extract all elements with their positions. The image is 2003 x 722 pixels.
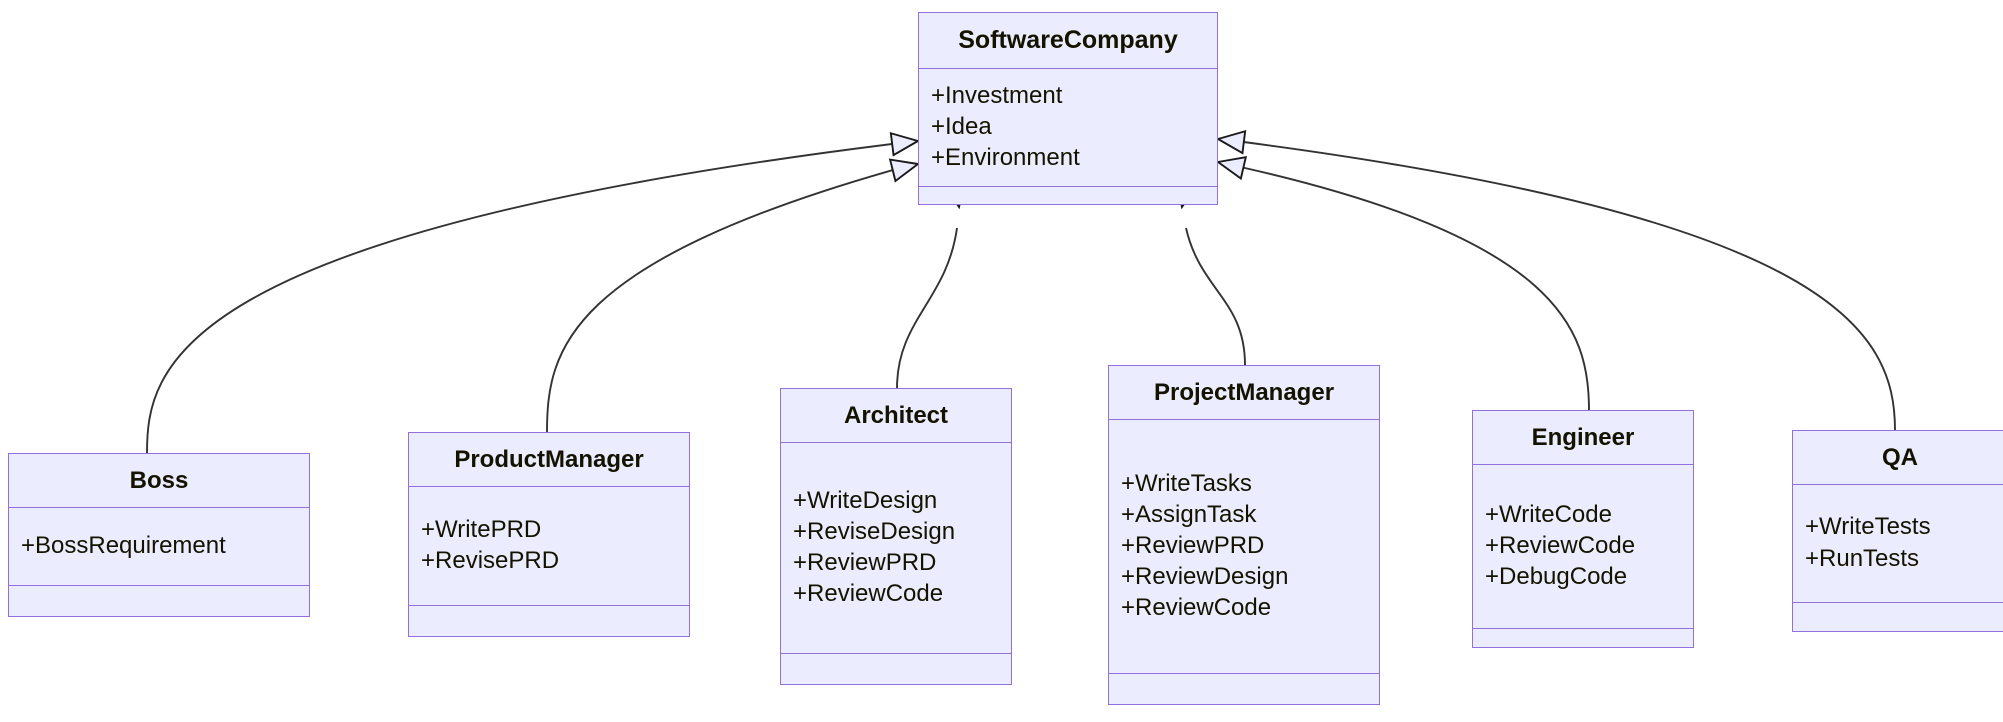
uml-class-qa[interactable]: QA +WriteTests +RunTests [1792,430,2003,632]
uml-class-title-boss: Boss [9,454,309,508]
uml-class-attributes-boss: +BossRequirement [9,508,309,586]
uml-attribute: +WriteTests [1805,513,1931,541]
uml-attribute: +WriteTasks [1121,469,1252,497]
uml-class-title-qa: QA [1793,431,2003,485]
uml-attribute: +DebugCode [1485,563,1628,591]
uml-class-architect[interactable]: Architect +WriteDesign +ReviseDesign +Revie… [780,388,1012,685]
uml-attribute: +ReviewPRD [793,549,937,576]
uml-class-boss[interactable]: Boss +BossRequirement [8,453,310,617]
uml-class-software-company[interactable]: SoftwareCompany +Investment +Idea +Environm… [918,12,1218,205]
uml-class-attributes-engineer: +WriteCode +ReviewCode +DebugCode [1473,465,1693,629]
uml-class-engineer[interactable]: Engineer +WriteCode +ReviewCode +DebugCode [1472,410,1694,648]
uml-class-attributes-architect: +WriteDesign +ReviseDesign +ReviewPRD +Revi… [781,443,1011,654]
uml-class-title-product-manager: ProductManager [409,433,689,487]
uml-attribute: +Environment [931,144,1080,172]
edge-line [1185,227,1246,366]
uml-class-product-manager[interactable]: ProductManager +WritePRD +RevisePRD [408,432,690,637]
edge-line [896,227,958,389]
uml-attribute: +BossRequirement [21,531,226,559]
uml-class-attributes-qa: +WriteTests +RunTests [1793,485,2003,603]
uml-class-attributes-project-manager: +WriteTasks +AssignTask +ReviewPRD +ReviewD… [1109,420,1379,674]
uml-class-title-software-company: SoftwareCompany [919,13,1217,69]
edge-projectmanager-to-softwarecompany [1175,178,1246,366]
uml-attribute: +WriteDesign [793,486,938,514]
uml-attribute: +RunTests [1805,544,1920,572]
uml-attribute: +Idea [931,112,992,140]
uml-attribute: +AssignTask [1121,500,1257,528]
uml-class-title-engineer: Engineer [1473,411,1693,465]
uml-attribute: +ReviewDesign [1121,563,1289,591]
uml-attribute: +ReviewCode [793,580,944,608]
uml-class-project-manager[interactable]: ProjectManager +WriteTasks +AssignTask +Rev… [1108,365,1380,705]
uml-attribute: +RevisePRD [421,547,560,574]
generalization-arrowhead-icon [1215,155,1248,181]
generalization-arrowhead-icon [889,131,921,157]
uml-class-title-architect: Architect [781,389,1011,443]
uml-attribute: +WritePRD [421,515,542,543]
uml-class-attributes-product-manager: +WritePRD +RevisePRD [409,487,689,606]
uml-attribute: +ReviewCode [1121,594,1272,622]
uml-attribute: +Investment [931,81,1063,109]
uml-class-attributes-software-company: +Investment +Idea +Environment [919,69,1217,187]
edge-architect-to-softwarecompany [896,178,967,389]
uml-attribute: +ReviewCode [1485,531,1636,559]
uml-attribute: +ReviewPRD [1121,531,1265,559]
uml-attribute: +WriteCode [1485,500,1612,528]
generalization-arrowhead-icon [888,158,921,183]
generalization-arrowhead-icon [1215,129,1247,155]
uml-class-title-project-manager: ProjectManager [1109,366,1379,420]
uml-attribute: +ReviseDesign [793,517,956,545]
